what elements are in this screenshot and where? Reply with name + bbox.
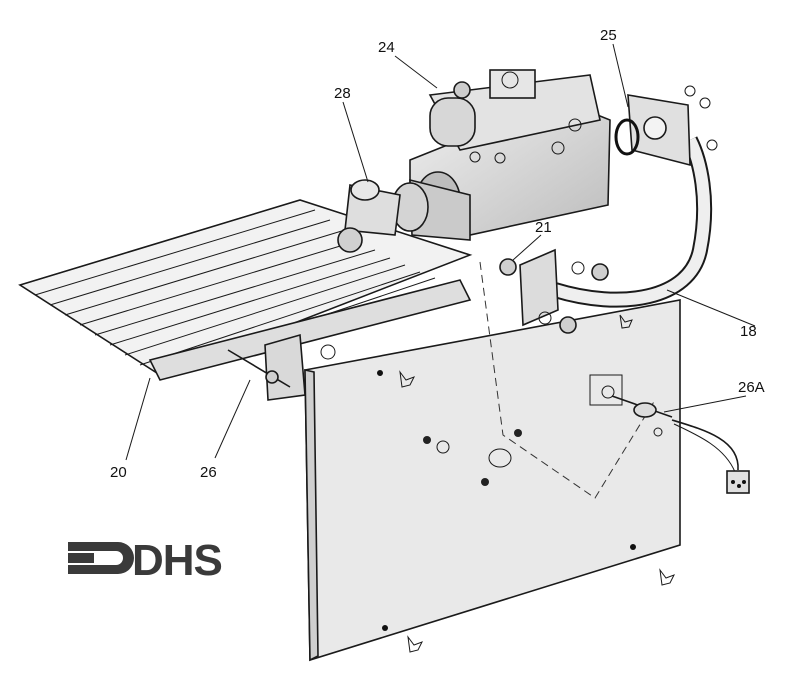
callout-20: 20: [110, 464, 127, 481]
mounting-plate: [304, 299, 681, 662]
callout-24: 24: [378, 39, 395, 56]
callout-labels: 24 25 28 21 18 26A 20 26: [110, 27, 765, 481]
alignment-lines: [479, 261, 656, 499]
callout-28: 28: [334, 85, 351, 102]
callout-18: 18: [740, 323, 757, 340]
pipe-bracket: [499, 248, 609, 334]
callout-25: 25: [600, 27, 617, 44]
gas-valve: [409, 69, 611, 241]
callout-26A: 26A: [738, 379, 765, 396]
dhs-logo: DHS: [68, 536, 223, 585]
dhs-logo-text: DHS: [132, 536, 222, 585]
inlet-flange: [614, 85, 718, 167]
leader-lines: [125, 43, 756, 461]
wing-nuts: [399, 314, 676, 653]
burner-elbow: [337, 179, 429, 253]
callout-26: 26: [200, 464, 217, 481]
callout-21: 21: [535, 219, 552, 236]
spark-electrode: [227, 349, 291, 388]
ignition-electrode: [611, 395, 750, 494]
dhs-logo-mark: [68, 542, 134, 574]
gas-pipe: [552, 136, 713, 308]
